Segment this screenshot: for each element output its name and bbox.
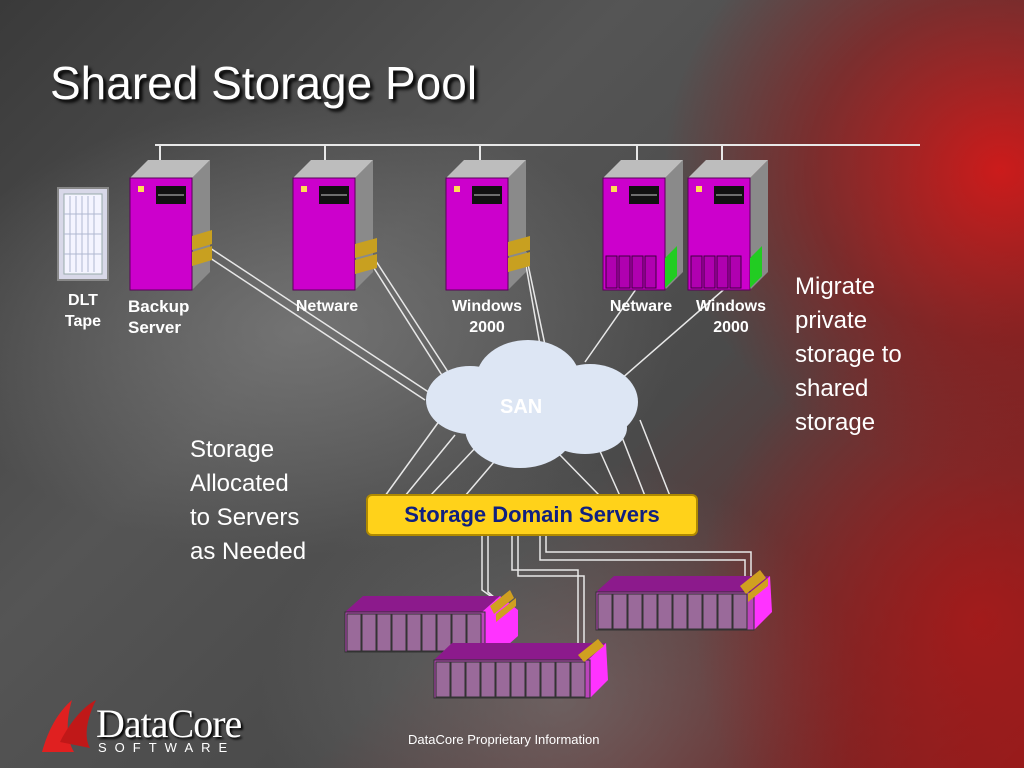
storage-domain-servers-box: Storage Domain Servers	[366, 494, 698, 536]
backup-server-icon	[129, 160, 212, 291]
footer-text: DataCore Proprietary Information	[408, 732, 600, 747]
logo-subtitle: SOFTWARE	[98, 740, 236, 755]
san-label: SAN	[500, 396, 543, 418]
page-title: Shared Storage Pool	[50, 57, 478, 109]
netware-server-2-icon	[602, 160, 683, 291]
san-cloud-icon	[426, 340, 638, 468]
dlt-tape-icon	[57, 187, 109, 281]
storage-array-center-icon	[433, 639, 608, 699]
storage-array-left-icon	[344, 590, 518, 653]
sds-links	[384, 419, 671, 497]
netware-server-icon	[292, 160, 377, 291]
netware-label: Netware	[295, 298, 359, 315]
storage-array-right-icon	[595, 570, 772, 631]
windows-server-2-icon	[687, 160, 768, 291]
windows-server-icon	[445, 160, 530, 291]
datacore-logo-icon	[42, 700, 96, 752]
logo-name: DataCore	[96, 701, 242, 746]
netware-2-label: Netware	[609, 298, 673, 315]
